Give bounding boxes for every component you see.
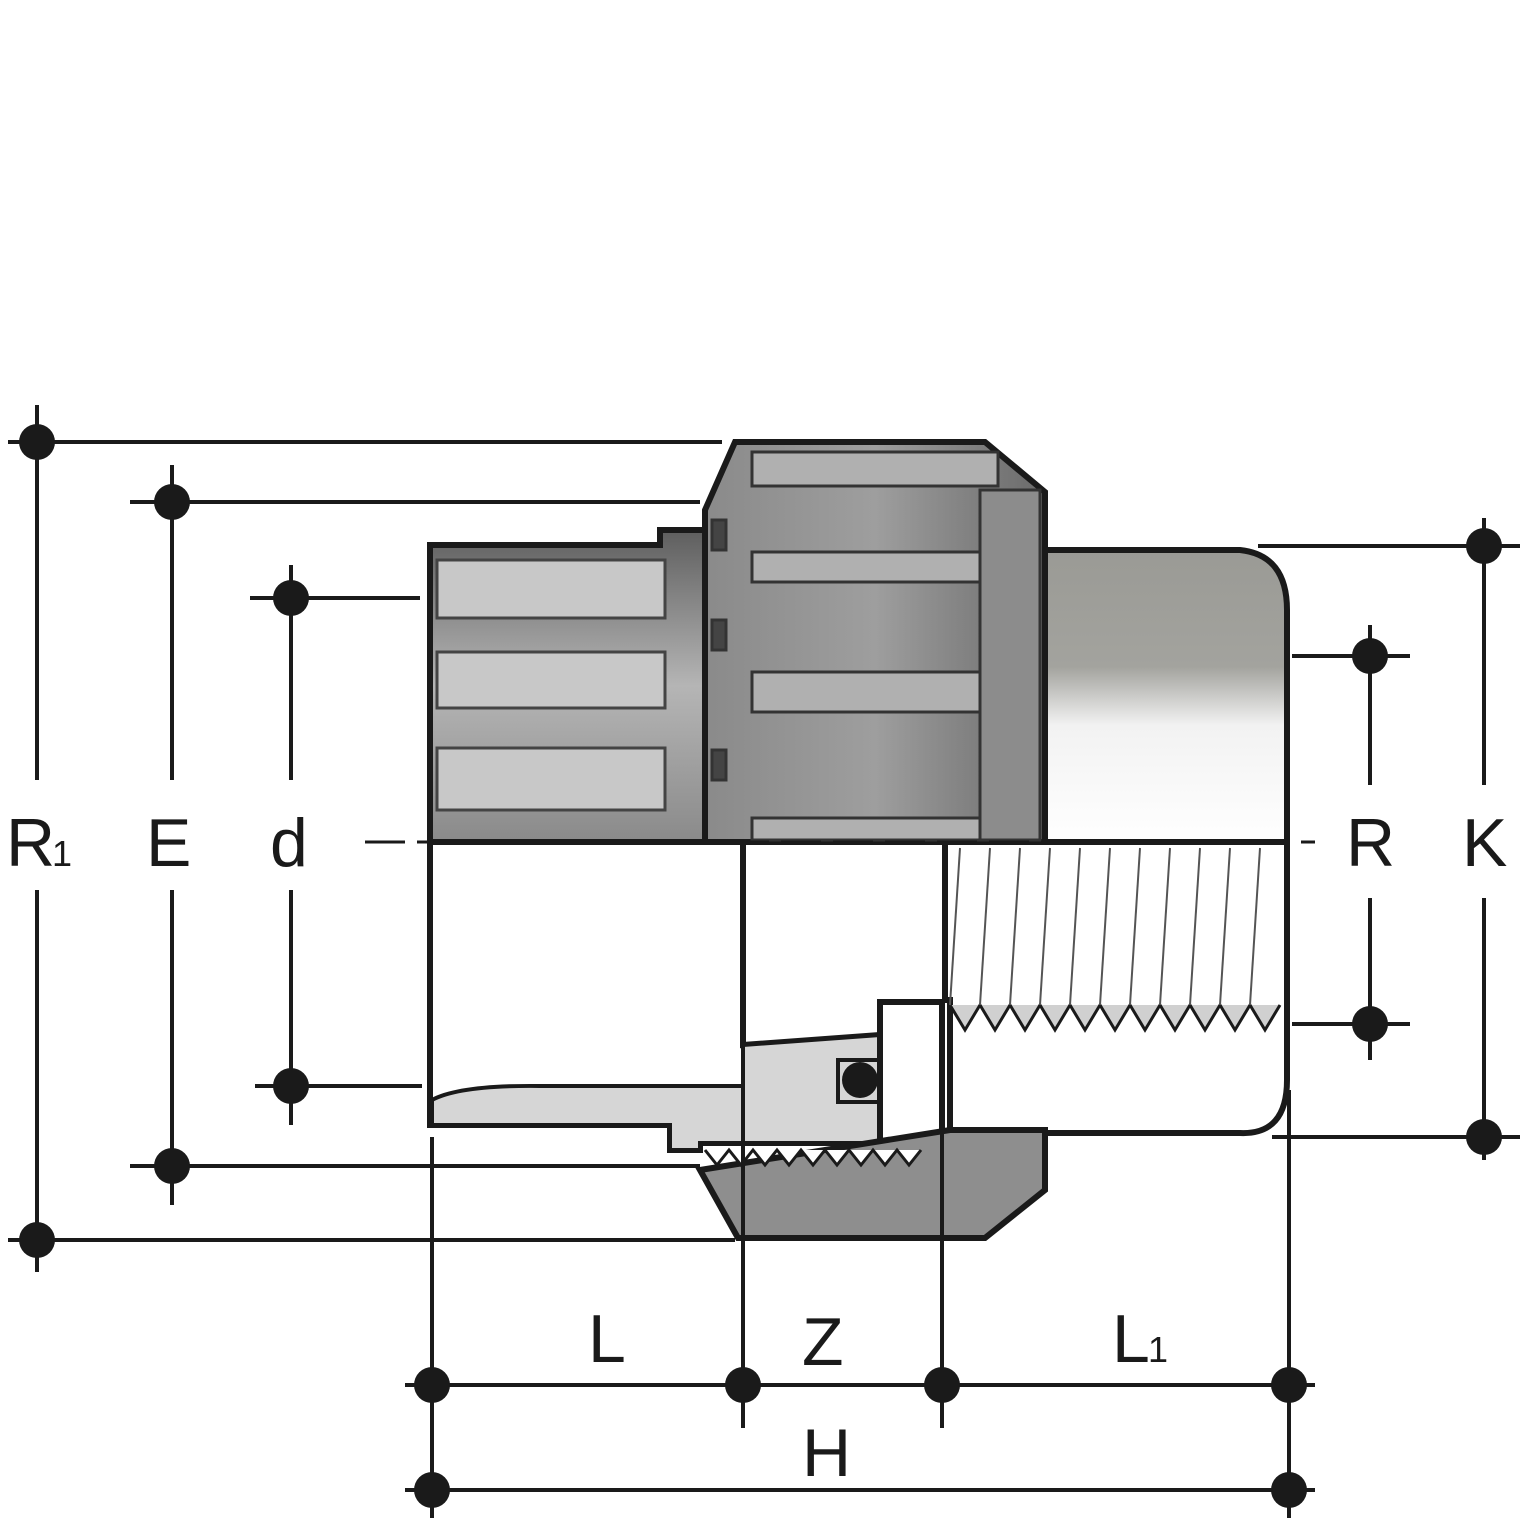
dimension-E: E (130, 465, 700, 1205)
threaded-end-upper (1037, 547, 1290, 845)
dimension-K: K (1258, 518, 1520, 1160)
label-K: K (1462, 805, 1507, 881)
dimension-R1: R 1 (6, 405, 735, 1272)
label-d: d (270, 805, 308, 881)
threaded-end-section (942, 839, 1290, 1137)
label-H: H (802, 1415, 851, 1491)
dimension-bottom: L Z L 1 H (405, 843, 1315, 1518)
label-R1-subscript: 1 (52, 833, 72, 874)
o-ring (842, 1062, 878, 1098)
label-L1-subscript: 1 (1148, 1329, 1168, 1370)
label-L: L (588, 1301, 626, 1377)
nut-thread (703, 1147, 923, 1168)
label-R1: R (6, 805, 55, 881)
dimension-R: R (1292, 625, 1410, 1060)
label-Z: Z (802, 1304, 844, 1380)
internal-thread (948, 1002, 1282, 1033)
label-R: R (1346, 805, 1395, 881)
union-nut-lower (695, 1127, 1048, 1241)
gasket (877, 999, 945, 1147)
dimension-d: d (250, 565, 422, 1125)
label-L1: L (1112, 1301, 1150, 1377)
fitting-body (365, 439, 1315, 1241)
label-E: E (146, 805, 191, 881)
